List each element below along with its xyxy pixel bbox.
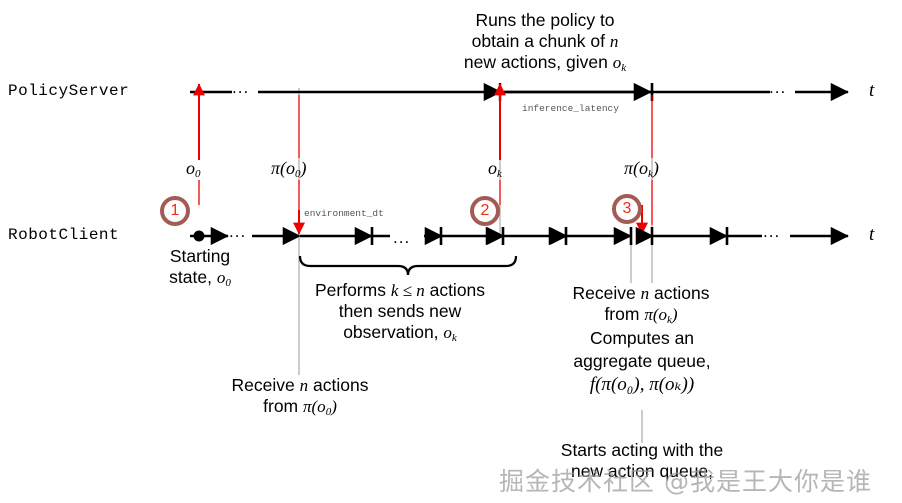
note-starting-state-line-2: state, o0 bbox=[125, 267, 275, 294]
label-pi-o0-open: π(o bbox=[271, 158, 296, 178]
ellipsis-robot-right: ... bbox=[763, 222, 781, 241]
note-receive-o0-line-2: from π(o0) bbox=[205, 396, 395, 423]
lane-label-policy-server: PolicyServer bbox=[8, 82, 130, 100]
note-receive-ok-line-2-pre: from bbox=[604, 304, 645, 324]
note-receive-ok-line-1-sym: n bbox=[640, 284, 650, 303]
label-pi-o0-close: ) bbox=[300, 158, 307, 178]
note-starting-state-line-2-sym: o bbox=[216, 268, 226, 287]
watermark: 掘金技术社区 @我是王大你是谁 bbox=[499, 467, 872, 496]
note-computes-queue: Computes an aggregate queue, f(π(o₀), π(… bbox=[542, 327, 742, 396]
note-policy-run-line-1: Runs the policy to bbox=[380, 10, 710, 31]
label-o0: o0 bbox=[186, 158, 201, 180]
note-receive-o0-line-1-sym: n bbox=[299, 376, 309, 395]
note-computes-line-1-text: Computes an bbox=[589, 328, 695, 348]
policy-server-timeline bbox=[190, 82, 849, 102]
ellipsis-policy-left: ... bbox=[232, 78, 250, 97]
note-receive-ok-line-2-post: ) bbox=[671, 305, 678, 324]
label-ok-sub: k bbox=[497, 168, 502, 180]
label-environment-dt: environment_dt bbox=[304, 208, 384, 219]
label-ok-base: o bbox=[488, 158, 497, 178]
label-ok: ok bbox=[488, 158, 502, 180]
note-performs-line-3-sym: o bbox=[443, 323, 452, 342]
note-receive-ok-line-1-post: actions bbox=[649, 283, 710, 303]
label-pi-ok-close: ) bbox=[652, 158, 659, 178]
policy-server-axis-label: t bbox=[869, 80, 875, 101]
label-inference-latency: inference_latency bbox=[522, 103, 619, 114]
note-policy-run-line-3-sub: k bbox=[621, 62, 627, 74]
note-starts-acting-line-2-text: new action queue, bbox=[570, 461, 714, 481]
note-performs-actions: Performs k ≤ n actions then sends new ob… bbox=[285, 280, 515, 349]
note-starts-acting: Starts acting with the new action queue, bbox=[542, 440, 742, 482]
note-receive-o0-line-2-sub: 0 bbox=[325, 406, 332, 418]
note-receive-ok-line-2: from π(ok) bbox=[546, 304, 736, 331]
note-performs-line-3-sub: k bbox=[451, 332, 457, 344]
note-performs-line-1-pre: Performs bbox=[314, 280, 391, 300]
step-marker-3[interactable]: 3 bbox=[612, 194, 642, 224]
robot-client-axis-label: t bbox=[869, 224, 875, 245]
note-computes-line-2-text: aggregate queue, bbox=[573, 351, 711, 371]
note-starting-state-line-2-text: state, bbox=[169, 267, 217, 287]
note-receive-ok-line-1: Receive n actions bbox=[546, 283, 736, 304]
ellipsis-robot-mid: ... bbox=[393, 228, 411, 247]
note-starting-state: Starting state, o0 bbox=[125, 246, 275, 294]
note-receive-ok-line-2-sub: k bbox=[667, 314, 672, 326]
ellipsis-robot-left: ... bbox=[229, 222, 247, 241]
note-starts-acting-line-1-text: Starts acting with the bbox=[560, 440, 724, 460]
note-policy-run-line-2-text: obtain a chunk of bbox=[471, 31, 610, 51]
red-upward-arrows bbox=[193, 83, 653, 228]
note-computes-line-3: f(π(o₀), π(oₖ)) bbox=[542, 373, 742, 396]
step-marker-2[interactable]: 2 bbox=[470, 196, 500, 226]
label-o0-sub: 0 bbox=[195, 168, 201, 180]
note-performs-line-3: observation, ok bbox=[285, 322, 515, 349]
robot-client-timeline bbox=[190, 226, 849, 246]
note-policy-run-line-3-text: new actions, given bbox=[463, 52, 613, 72]
ellipsis-policy-right: ... bbox=[769, 78, 787, 97]
note-receive-o0-line-1: Receive n actions bbox=[205, 375, 395, 396]
note-computes-line-2: aggregate queue, bbox=[542, 350, 742, 373]
note-starting-state-line-2-sub: 0 bbox=[225, 277, 231, 289]
note-starting-state-line-1-text: Starting bbox=[169, 246, 231, 266]
note-performs-line-1-post: actions bbox=[424, 280, 486, 300]
note-starting-state-line-1: Starting bbox=[125, 246, 275, 267]
note-performs-line-1-sym: k ≤ n bbox=[390, 281, 425, 300]
label-pi-o0: π(o0) bbox=[271, 158, 307, 180]
note-policy-run-line-1-text: Runs the policy to bbox=[475, 10, 615, 30]
performs-brace bbox=[298, 255, 518, 276]
note-computes-formula: f(π(o₀), π(oₖ)) bbox=[589, 374, 695, 395]
note-performs-line-1: Performs k ≤ n actions bbox=[285, 280, 515, 301]
note-performs-line-2-text: then sends new bbox=[338, 301, 462, 321]
note-receive-o0-line-1-pre: Receive bbox=[231, 375, 300, 395]
label-o0-base: o bbox=[186, 158, 195, 178]
label-pi-ok-sub: k bbox=[648, 168, 653, 180]
label-pi-ok-open: π(o bbox=[624, 158, 649, 178]
note-starts-acting-line-1: Starts acting with the bbox=[542, 440, 742, 461]
note-receive-o0-line-2-pre: from bbox=[263, 396, 303, 416]
note-receive-o0-line-2-post: ) bbox=[331, 397, 337, 416]
note-policy-run-line-2-sym: n bbox=[609, 32, 619, 51]
label-pi-o0-sub: 0 bbox=[295, 168, 301, 180]
note-starts-acting-line-2: new action queue, bbox=[542, 461, 742, 482]
note-policy-run-line-2: obtain a chunk of n bbox=[380, 31, 710, 52]
note-receive-ok-line-2-sym: π(o bbox=[644, 305, 667, 324]
label-pi-ok: π(ok) bbox=[624, 158, 659, 180]
note-receive-o0-line-2-sym: π(o bbox=[303, 397, 326, 416]
note-receive-o0-line-1-post: actions bbox=[308, 375, 369, 395]
note-policy-run: Runs the policy to obtain a chunk of n n… bbox=[380, 10, 710, 79]
note-computes-line-1: Computes an bbox=[542, 327, 742, 350]
note-performs-line-3-pre: observation, bbox=[343, 322, 444, 342]
step-marker-1[interactable]: 1 bbox=[160, 196, 190, 226]
note-receive-pi-o0: Receive n actions from π(o0) bbox=[205, 375, 395, 423]
note-receive-pi-ok: Receive n actions from π(ok) bbox=[546, 283, 736, 331]
note-performs-line-2: then sends new bbox=[285, 301, 515, 322]
note-receive-ok-line-1-pre: Receive bbox=[572, 283, 641, 303]
note-policy-run-line-3: new actions, given ok bbox=[380, 52, 710, 79]
note-policy-run-line-3-sym: o bbox=[612, 53, 622, 72]
lane-label-robot-client: RobotClient bbox=[8, 226, 120, 244]
